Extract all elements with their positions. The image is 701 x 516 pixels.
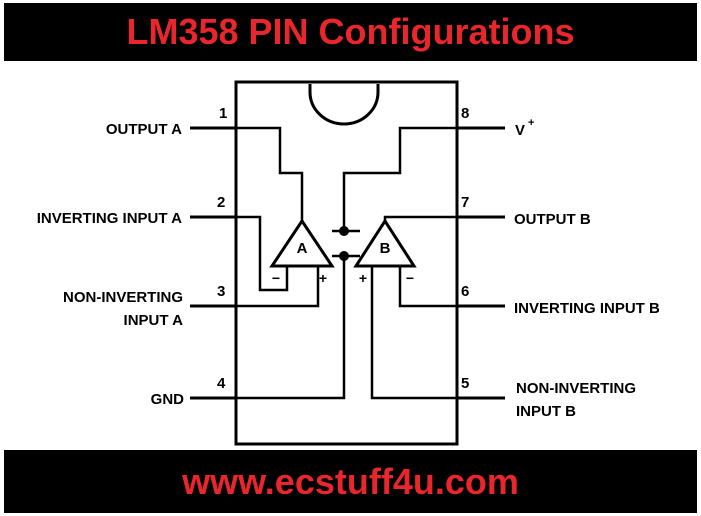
title-banner: LM358 PIN Configurations [4, 3, 697, 61]
opamp-b-symbol [353, 218, 417, 268]
pin-5-number: 5 [461, 375, 469, 392]
page-title: LM358 PIN Configurations [126, 11, 575, 52]
opamp-a-plus: + [319, 270, 327, 286]
junction-dot-vplus [339, 226, 349, 236]
pin-3-number: 3 [217, 283, 225, 300]
opamp-b-label: B [380, 240, 391, 257]
pin-6-label: INVERTING INPUT B [514, 300, 660, 317]
website-url[interactable]: www.ecstuff4u.com [182, 460, 519, 502]
ic-notch [308, 84, 380, 126]
opamp-b-minus: − [406, 270, 414, 286]
pin-3-label-line1: NON-INVERTING [63, 289, 183, 306]
opamp-a-symbol [269, 218, 335, 268]
pin-1-label: OUTPUT A [106, 121, 182, 138]
footer-banner: www.ecstuff4u.com [4, 450, 697, 513]
pin-8-label: V [515, 122, 525, 139]
pin-8-label-sup: + [528, 117, 534, 129]
opamp-b-plus: + [359, 270, 367, 286]
pin-4-label: GND [151, 391, 185, 408]
pin-5-label-line1: NON-INVERTING [516, 380, 636, 397]
pin-7-label: OUTPUT B [514, 211, 591, 228]
pin-2-number: 2 [217, 194, 225, 211]
pin-7-number: 7 [461, 194, 469, 211]
pin-1-number: 1 [219, 105, 227, 122]
pin-8-number: 8 [461, 105, 469, 122]
junction-dot-gnd [339, 251, 349, 261]
internal-wiring [236, 126, 457, 400]
opamp-a-label: A [297, 240, 308, 257]
pin-3-label-line2: INPUT A [124, 312, 184, 329]
pin-2-label: INVERTING INPUT A [37, 210, 182, 227]
pin-6-number: 6 [461, 283, 469, 300]
pin-5-label-line2: INPUT B [516, 403, 576, 420]
opamp-a-minus: − [272, 270, 280, 286]
pin-4-number: 4 [217, 375, 226, 392]
ic-body [234, 80, 459, 446]
